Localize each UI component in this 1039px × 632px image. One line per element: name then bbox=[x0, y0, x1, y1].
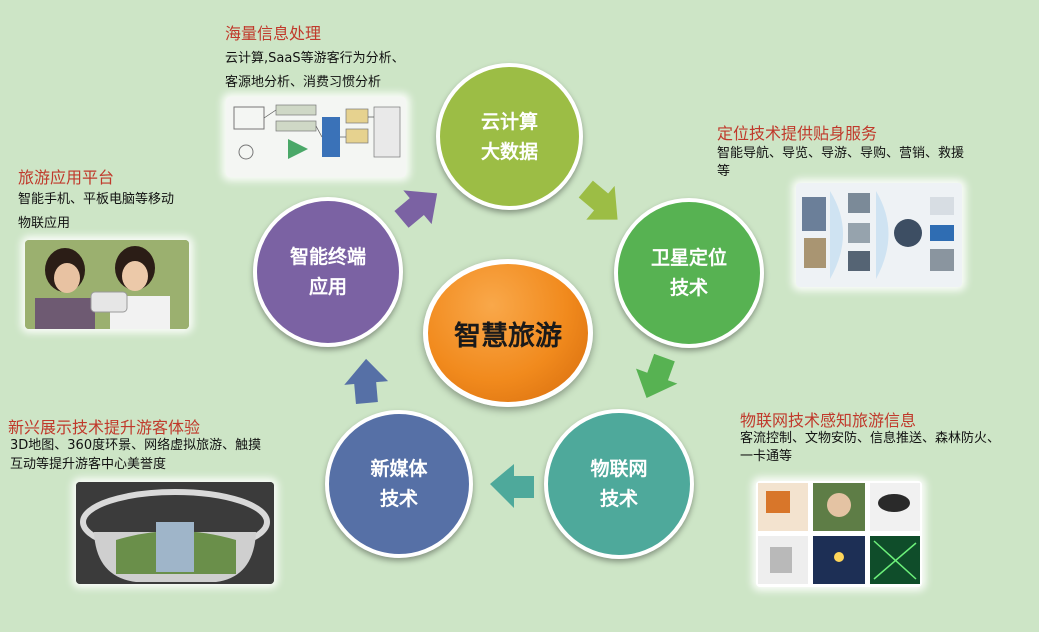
node-iot-line2: 技术 bbox=[599, 488, 638, 510]
node-satellite-line2: 技术 bbox=[669, 277, 708, 299]
node-iot-line1: 物联网 bbox=[590, 458, 648, 480]
app-desc-line1: 智能手机、平板电脑等移动 bbox=[18, 192, 175, 207]
node-terminal-line2: 应用 bbox=[308, 276, 347, 298]
iot-desc: 客流控制、文物安防、信息推送、森林防火、 一卡通等 bbox=[740, 430, 1000, 466]
mobile-users-image bbox=[25, 240, 189, 329]
massive-desc-line2: 客源地分析、消费习惯分析 bbox=[225, 75, 382, 90]
node-media: 新媒体 技术 bbox=[325, 410, 473, 558]
arrow-cloud-to-satellite bbox=[578, 180, 618, 220]
display-desc: 3D地图、360度环景、网络虚拟旅游、触摸 互动等提升游客中心美誉度 bbox=[10, 436, 261, 474]
node-cloud-line2: 大数据 bbox=[480, 140, 538, 163]
iot-desc-line2: 一卡通等 bbox=[740, 449, 793, 464]
massive-desc: 云计算,SaaS等游客行为分析、 客源地分析、消费习惯分析 bbox=[225, 47, 405, 95]
node-media-line2: 技术 bbox=[379, 488, 418, 510]
node-satellite: 卫星定位 技术 bbox=[614, 198, 764, 348]
location-desc: 智能导航、导览、导游、导购、营销、救援 等 bbox=[717, 145, 964, 181]
location-desc-line2: 等 bbox=[717, 164, 731, 179]
arrow-media-to-terminal bbox=[344, 358, 389, 404]
massive-desc-line1: 云计算,SaaS等游客行为分析、 bbox=[225, 51, 405, 66]
massive-title: 海量信息处理 bbox=[225, 24, 322, 43]
center-label: 智慧旅游 bbox=[454, 320, 562, 352]
iot-title: 物联网技术感知旅游信息 bbox=[740, 411, 917, 430]
node-iot: 物联网 技术 bbox=[544, 409, 694, 559]
node-cloud-line1: 云计算 bbox=[480, 110, 538, 133]
app-desc: 智能手机、平板电脑等移动 物联应用 bbox=[18, 188, 174, 236]
display-desc-line2: 互动等提升游客中心美誉度 bbox=[10, 457, 167, 472]
node-cloud-bigdata: 云计算 大数据 bbox=[436, 63, 583, 210]
node-satellite-line1: 卫星定位 bbox=[650, 247, 727, 269]
node-media-line1: 新媒体 bbox=[370, 458, 428, 480]
app-title: 旅游应用平台 bbox=[18, 168, 115, 187]
arrow-terminal-to-cloud bbox=[394, 190, 438, 228]
iot-desc-line1: 客流控制、文物安防、信息推送、森林防火、 bbox=[740, 431, 1001, 446]
exhibition-hall-image bbox=[76, 482, 274, 584]
arrow-satellite-to-iot bbox=[636, 353, 678, 398]
node-terminal: 智能终端 应用 bbox=[253, 197, 403, 347]
location-services-image bbox=[796, 183, 962, 287]
iot-devices-image bbox=[756, 481, 922, 587]
app-desc-line2: 物联应用 bbox=[18, 216, 71, 231]
display-title: 新兴展示技术提升游客体验 bbox=[8, 418, 201, 437]
location-title: 定位技术提供贴身服务 bbox=[717, 124, 878, 143]
massive-diagram-image bbox=[226, 97, 406, 177]
display-desc-line1: 3D地图、360度环景、网络虚拟旅游、触摸 bbox=[10, 438, 262, 453]
location-desc-line1: 智能导航、导览、导游、导购、营销、救援 bbox=[717, 146, 965, 161]
node-terminal-line1: 智能终端 bbox=[289, 246, 366, 268]
center-circle: 智慧旅游 bbox=[423, 259, 593, 407]
arrow-iot-to-media bbox=[490, 464, 534, 508]
